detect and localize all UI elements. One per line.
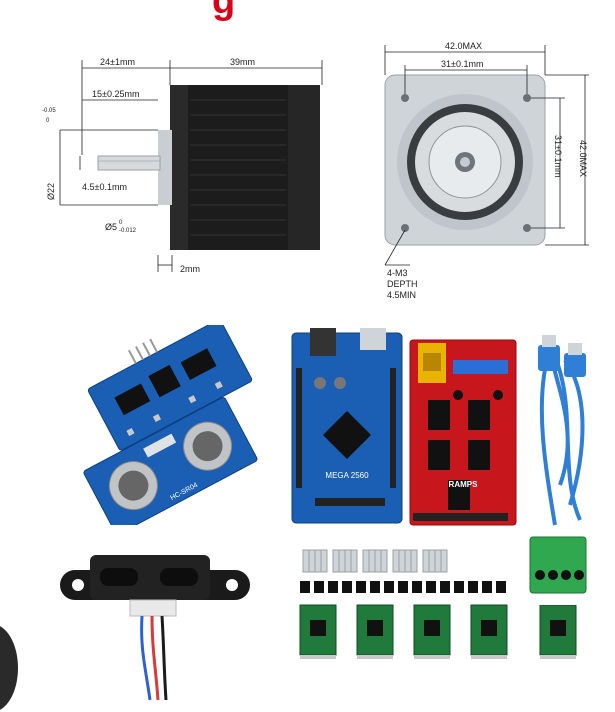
ramps-label: RAMPS [449, 480, 479, 489]
motor-body [170, 85, 320, 250]
dim-shaft-dia: Ø5 [105, 222, 117, 232]
dim-front-width: 42.0MAX [445, 41, 482, 51]
stepper-driver-5 [538, 605, 578, 665]
ultrasonic-module-front: HC-SR04 [83, 397, 258, 525]
ir-distance-sensor [60, 550, 255, 700]
usb-plug-b [564, 353, 586, 377]
dim-front-height: 42.0MAX [578, 140, 588, 177]
dim-motor-length: 39mm [230, 57, 255, 67]
usb-plug-a [538, 345, 560, 371]
svg-text:-0.05: -0.05 [42, 108, 56, 114]
heatsinks [302, 549, 448, 573]
svg-text:0: 0 [46, 118, 50, 124]
svg-text:-0.012: -0.012 [119, 228, 137, 234]
motor-shaft [97, 155, 161, 171]
ramps-shield: RAMPS [408, 335, 518, 530]
stepper-motor-side-view: 24±1mm 39mm 15±0.25mm Ø22 0 -0.05 4.5±0.… [40, 40, 340, 290]
stepper-driver-kit [295, 545, 520, 670]
partial-object [0, 620, 20, 712]
stepper-drivers [299, 604, 508, 659]
dim-hole-spacing-h: 31±0.1mm [441, 59, 483, 69]
arduino-mega-board: MEGA 2560 [290, 328, 405, 528]
mega-label: MEGA 2560 [325, 471, 369, 480]
dim-hole-spacing-v: 31±0.1mm [553, 135, 563, 177]
ultrasonic-sensor-modules: HC-SR04 [80, 325, 260, 525]
header-text-fragment: g [212, 0, 236, 22]
note-line-2: DEPTH [387, 279, 418, 289]
dim-flat: 4.5±0.1mm [82, 182, 127, 192]
svg-text:0: 0 [119, 220, 123, 226]
terminal-block [528, 535, 590, 597]
jumper-caps [300, 581, 506, 593]
flange-boss [158, 130, 172, 205]
ultrasonic-module-back [87, 325, 253, 451]
note-line-1: 4-M3 [387, 268, 408, 278]
stepper-motor-front-view: 42.0MAX 31±0.1mm 31±0.1mm 42.0MAX 4-M3 D… [375, 40, 615, 310]
dim-flange-dia: Ø22 [46, 183, 56, 200]
dim-body-length: 24±1mm [100, 57, 135, 67]
note-line-3: 4.5MIN [387, 290, 416, 300]
usb-cable [530, 335, 610, 535]
dim-boss: 2mm [180, 264, 200, 274]
dim-shaft-length: 15±0.25mm [92, 89, 139, 99]
